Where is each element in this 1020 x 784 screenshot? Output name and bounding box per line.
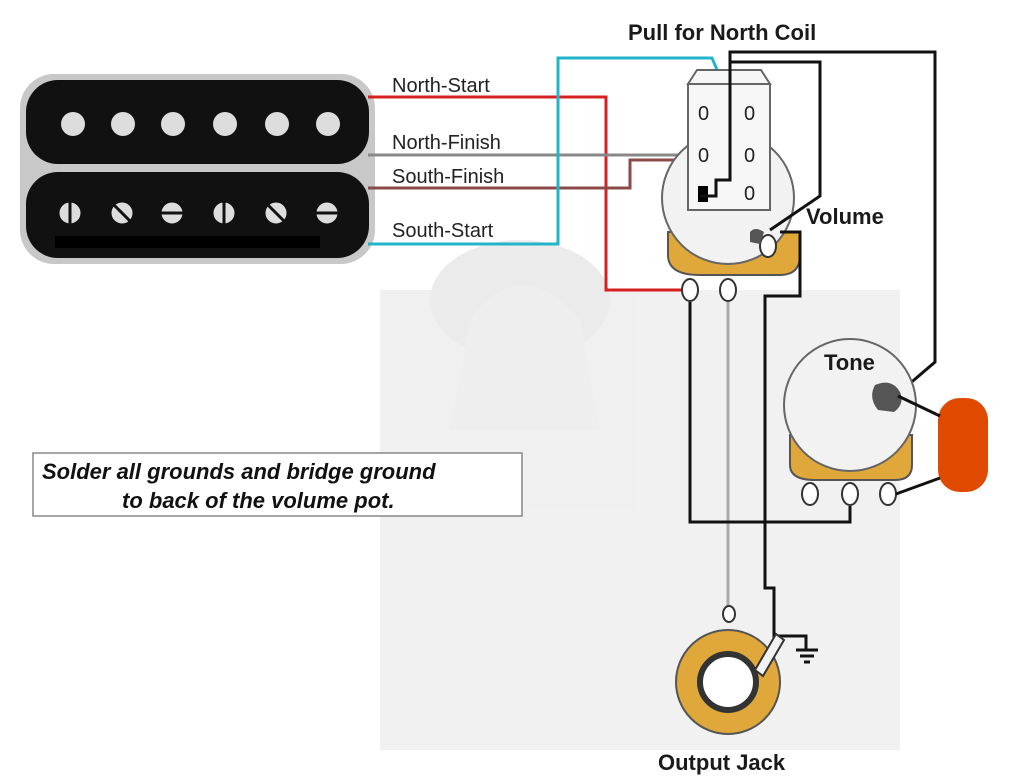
note-box: Solder all grounds and bridge ground to … <box>32 452 523 517</box>
north-start-wire <box>368 95 690 292</box>
jack-hole <box>697 651 759 713</box>
ground-wire-volume <box>763 230 802 640</box>
north-pole-pieces <box>61 112 340 136</box>
tone-solder-blob <box>872 382 902 412</box>
switch-lugs: 0 0 0 0 0 <box>698 103 755 205</box>
ground-tail <box>774 634 808 650</box>
wire-label-north-finish: North-Finish <box>392 132 501 154</box>
wire-label-south-finish: South-Finish <box>392 166 504 188</box>
switch-jumper <box>698 186 708 202</box>
tone-capacitor <box>938 398 988 492</box>
jack-tip-lug <box>722 605 736 623</box>
volume-solder-blob <box>750 229 764 244</box>
output-jack-label: Output Jack <box>658 750 786 775</box>
capacitor-leads <box>895 394 941 496</box>
note-frame <box>32 452 523 517</box>
switch-lug: 0 <box>744 145 755 167</box>
tone-label: Tone <box>824 350 875 375</box>
pickup-shadow <box>55 236 320 248</box>
switch-lug: 0 <box>698 103 709 125</box>
switch-lug: 0 <box>744 103 755 125</box>
switch-lug: 0 <box>744 183 755 205</box>
north-coil <box>26 80 369 164</box>
output-jack <box>675 605 786 735</box>
ground-icon <box>796 648 818 664</box>
wire-label-north-start: North-Start <box>392 75 490 97</box>
note-line-1: Solder all grounds and bridge ground <box>42 459 436 484</box>
signal-wires <box>688 230 852 650</box>
tone-pot-lugs <box>801 482 897 506</box>
volume-label: Volume <box>806 204 884 229</box>
humbucker-pickup <box>20 74 375 264</box>
jack-ground-tab <box>753 632 786 678</box>
tone-pot <box>783 338 917 481</box>
volume-pot-lugs <box>681 234 777 302</box>
note-line-2: to back of the volume pot. <box>122 488 395 513</box>
ground-wire <box>688 302 852 524</box>
switch-wires <box>700 50 937 394</box>
south-pole-screws <box>56 199 341 227</box>
wire-label-south-start: South-Start <box>392 220 494 242</box>
south-finish-wire <box>368 158 706 190</box>
switch-title: Pull for North Coil <box>628 20 816 45</box>
switch-lug: 0 <box>698 145 709 167</box>
